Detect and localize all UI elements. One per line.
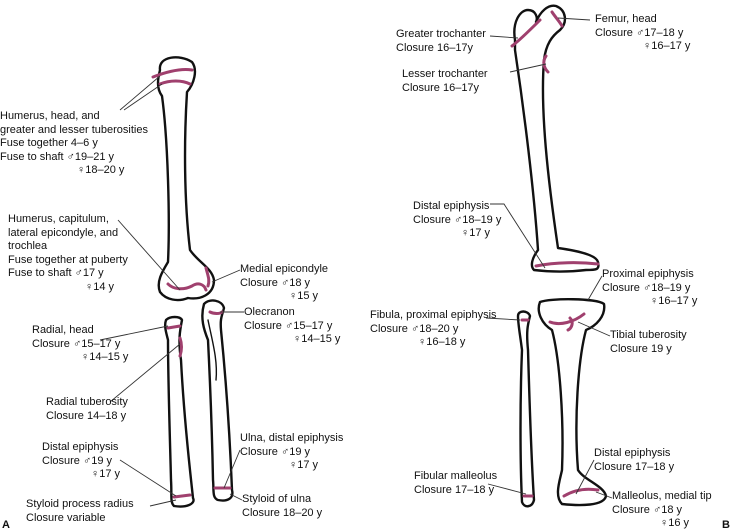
bone-outlines: [156, 4, 608, 508]
panel-label-b: B: [722, 519, 730, 531]
leader-lines: [99, 17, 613, 507]
humerus: [156, 56, 216, 302]
growth-plates: [151, 10, 600, 499]
femur: [513, 4, 600, 273]
fibula: [516, 310, 536, 508]
radius: [163, 315, 195, 508]
panel-label-a: A: [2, 519, 10, 531]
label-humerus-capitulum: Humerus, capitulum,lateral epicondyle, a…: [8, 213, 128, 293]
ulna: [201, 299, 234, 502]
